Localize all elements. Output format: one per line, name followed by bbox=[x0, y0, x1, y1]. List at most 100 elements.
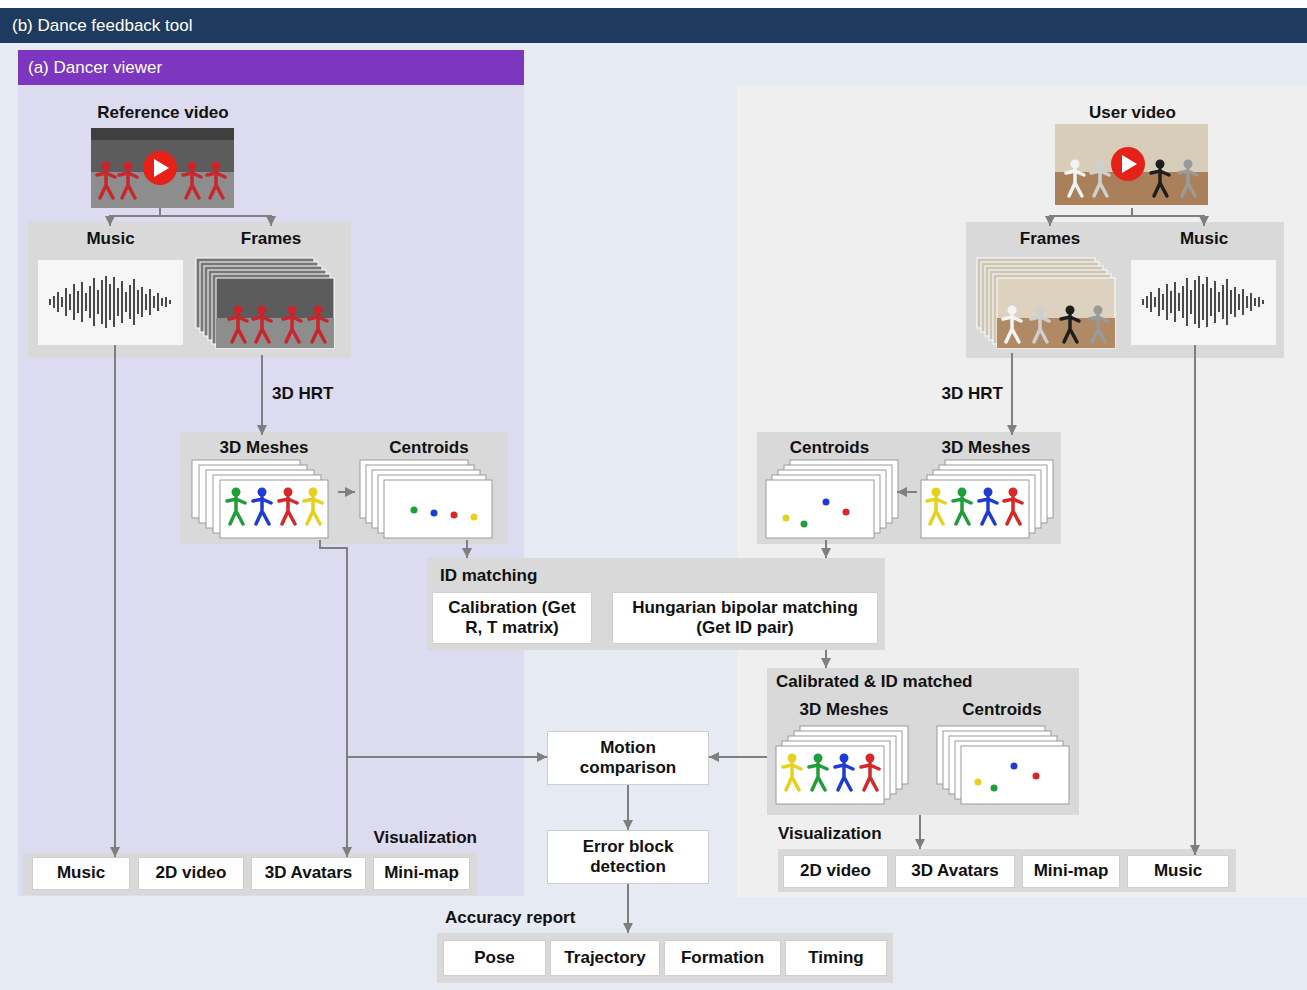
box-label: Calibration (Get R, T matrix) bbox=[445, 598, 580, 639]
centroid-stack bbox=[384, 480, 492, 538]
flow-arrow bbox=[160, 208, 271, 226]
panel-title: (a) Dancer viewer bbox=[18, 50, 524, 85]
mesh-stack: 3D Meshes bbox=[917, 435, 1055, 540]
flow-arrow bbox=[1194, 345, 1196, 855]
flow-arrow bbox=[466, 540, 468, 558]
image-heading: Centroids bbox=[762, 435, 897, 458]
image-heading: 3D Meshes bbox=[917, 435, 1055, 458]
grey-container bbox=[757, 432, 1061, 544]
output-box: 3D Avatars bbox=[251, 857, 366, 890]
image-heading: User video bbox=[1045, 100, 1220, 123]
centroid-dots bbox=[431, 510, 438, 517]
panel-ground bbox=[0, 8, 1307, 990]
flow-arrow bbox=[825, 650, 827, 668]
box-label: Music bbox=[57, 863, 105, 883]
video-thumbnail: User video bbox=[1045, 100, 1220, 208]
centroid-stack: Centroids bbox=[355, 435, 503, 540]
box-label: Mini-map bbox=[384, 863, 459, 883]
video-thumbnail: Reference video bbox=[78, 100, 248, 208]
flow-arrow bbox=[114, 345, 116, 857]
box-label: Music bbox=[1154, 861, 1202, 881]
report-box: Trajectory bbox=[550, 940, 660, 976]
image-heading: 3D Meshes bbox=[190, 435, 338, 458]
reference-video-still bbox=[91, 128, 234, 208]
user-video-still bbox=[1091, 160, 1109, 197]
box-label: Trajectory bbox=[564, 948, 645, 968]
grey-container bbox=[23, 853, 477, 895]
image-heading: Reference video bbox=[78, 100, 248, 123]
mesh-figures bbox=[227, 488, 245, 525]
mesh-figures bbox=[835, 754, 853, 791]
grey-container bbox=[180, 432, 508, 544]
centroid-dots bbox=[801, 521, 808, 528]
output-box: 2D video bbox=[138, 857, 244, 890]
centroid-dots bbox=[451, 512, 458, 519]
image-heading: Frames bbox=[196, 226, 346, 249]
process-box: Error block detection bbox=[547, 830, 709, 884]
flow-arrow bbox=[919, 815, 921, 849]
mesh-stack bbox=[921, 480, 1029, 538]
process-group: ID matchingCalibration (Get R, T matrix)… bbox=[427, 558, 885, 650]
tool-panel: (b) Dance feedback tool(a) Dancer viewer… bbox=[0, 8, 1307, 990]
flow-arrow bbox=[1011, 353, 1013, 435]
box-label: Pose bbox=[474, 948, 515, 968]
mesh-figures bbox=[979, 488, 997, 525]
flow-arrow bbox=[338, 491, 355, 493]
frame-stack bbox=[229, 306, 247, 343]
output-box: 2D video bbox=[783, 855, 888, 888]
centroid-dots bbox=[471, 514, 478, 521]
centroid-dots bbox=[991, 785, 998, 792]
mesh-figures bbox=[304, 488, 322, 525]
centroid-dots bbox=[823, 499, 830, 506]
mesh-stack: 3D Meshes bbox=[774, 697, 914, 807]
image-heading: Music bbox=[1131, 226, 1277, 249]
centroid-stack: Centroids bbox=[762, 435, 897, 540]
box-label: Motion comparison bbox=[558, 738, 698, 779]
flow-arrow bbox=[709, 756, 767, 758]
image-heading: Music bbox=[38, 226, 183, 249]
grey-container bbox=[23, 222, 1284, 983]
frame-stack bbox=[1031, 306, 1049, 343]
flow-arrow bbox=[825, 540, 827, 558]
frame-stack bbox=[216, 278, 334, 348]
flow-arrow bbox=[627, 785, 629, 830]
mesh-figures bbox=[1004, 488, 1022, 525]
mesh-figures bbox=[227, 488, 1022, 791]
mesh-figures bbox=[927, 488, 945, 525]
panel-ground bbox=[18, 85, 524, 896]
group-heading: ID matching bbox=[427, 558, 885, 586]
mesh-figures bbox=[953, 488, 971, 525]
centroid-dots bbox=[783, 515, 790, 522]
mesh-stack bbox=[776, 746, 884, 804]
edge-label: 3D HRT bbox=[270, 384, 335, 404]
output-strip: Visualization2D video3D AvatarsMini-mapM… bbox=[778, 849, 1236, 892]
process-box: Calibration (Get R, T matrix) bbox=[432, 592, 592, 644]
box-label: Timing bbox=[808, 948, 863, 968]
user-video-still bbox=[1066, 160, 1084, 197]
output-box: Music bbox=[32, 857, 130, 890]
process-box: Motion comparison bbox=[547, 731, 709, 785]
reference-video-still bbox=[143, 151, 177, 185]
audio-waveform bbox=[50, 276, 170, 328]
mesh-figures bbox=[809, 754, 827, 791]
report-box: Formation bbox=[664, 940, 781, 976]
box-label: 2D video bbox=[800, 861, 871, 881]
box-label: Formation bbox=[681, 948, 764, 968]
strip-heading: Visualization bbox=[778, 824, 1236, 844]
frame-stack: Frames bbox=[196, 226, 346, 355]
output-strip: VisualizationMusic2D video3D AvatarsMini… bbox=[23, 853, 477, 895]
image-heading: 3D Meshes bbox=[774, 697, 914, 720]
reference-video-still bbox=[91, 128, 234, 140]
image-heading: Centroids bbox=[932, 697, 1072, 720]
reference-video-still bbox=[183, 162, 201, 199]
process-box: Hungarian bipolar matching (Get ID pair) bbox=[612, 592, 878, 644]
result-group: Calibrated & ID matched3D MeshesCentroid… bbox=[767, 668, 1079, 815]
flow-arrow bbox=[261, 355, 263, 435]
frame-stack bbox=[997, 278, 1115, 348]
audio-waveform bbox=[38, 260, 183, 345]
connector-group bbox=[110, 208, 1204, 933]
centroid-dots bbox=[411, 499, 1040, 792]
output-box: Mini-map bbox=[1022, 855, 1120, 888]
report-box: Pose bbox=[443, 940, 546, 976]
